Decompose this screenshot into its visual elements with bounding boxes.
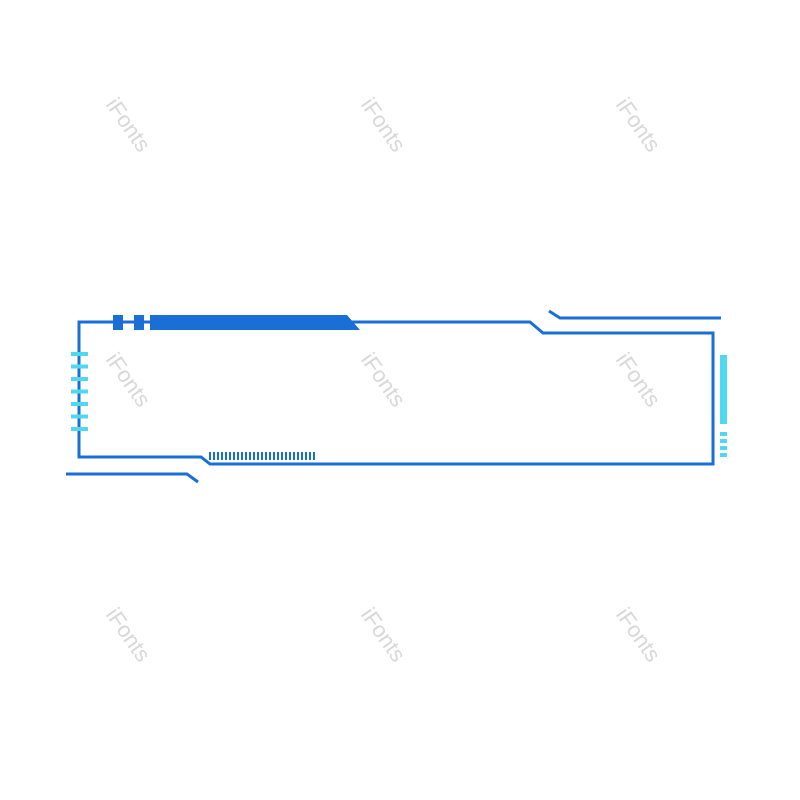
- bottom-tick: [285, 452, 287, 460]
- bottom-tick: [301, 452, 303, 460]
- top-tab-small-1: [113, 315, 123, 330]
- bottom-tick: [241, 452, 243, 460]
- bottom-tick: [297, 452, 299, 460]
- bottom-tick: [237, 452, 239, 460]
- left-tick: [71, 414, 88, 419]
- left-tick: [71, 352, 88, 356]
- bottom-tick: [293, 452, 295, 460]
- right-accent-bar: [720, 355, 727, 424]
- right-mark: [720, 453, 727, 457]
- bottom-tick: [289, 452, 291, 460]
- bottom-tick: [261, 452, 263, 460]
- bottom-tick: [281, 452, 283, 460]
- bottom-tick: [273, 452, 275, 460]
- bottom-tick: [269, 452, 271, 460]
- left-tick-group: [71, 352, 88, 431]
- right-mark-group: [720, 432, 727, 457]
- bottom-tick: [305, 452, 307, 460]
- left-tick: [71, 389, 88, 394]
- left-tick: [71, 377, 88, 381]
- bottom-tick: [229, 452, 231, 460]
- bottom-tick: [257, 452, 259, 460]
- right-mark: [720, 446, 727, 450]
- bottom-tick-strip: [209, 452, 315, 460]
- top-tab-small-2: [134, 315, 144, 330]
- bottom-tick: [265, 452, 267, 460]
- left-tick: [71, 402, 88, 406]
- right-mark: [720, 432, 727, 436]
- bottom-tick: [213, 452, 215, 460]
- bottom-tick: [253, 452, 255, 460]
- bottom-tick: [313, 452, 315, 460]
- left-tick: [71, 427, 88, 431]
- top-tab-group: [113, 315, 360, 330]
- top-tab-bar: [150, 315, 360, 330]
- right-accent-group: [720, 355, 727, 424]
- left-tick: [71, 364, 88, 369]
- frame-tail-top-right: [548, 309, 721, 320]
- bottom-tick: [209, 452, 211, 460]
- bottom-tick: [309, 452, 311, 460]
- bottom-tick: [233, 452, 235, 460]
- right-mark: [720, 439, 727, 443]
- frame-outline: [77, 320, 715, 466]
- bottom-tick: [217, 452, 219, 460]
- bottom-tick: [221, 452, 223, 460]
- bottom-tick: [245, 452, 247, 460]
- bottom-tick: [277, 452, 279, 460]
- bottom-tick: [225, 452, 227, 460]
- bottom-tick: [249, 452, 251, 460]
- frame-tail-bottom-left: [66, 472, 199, 484]
